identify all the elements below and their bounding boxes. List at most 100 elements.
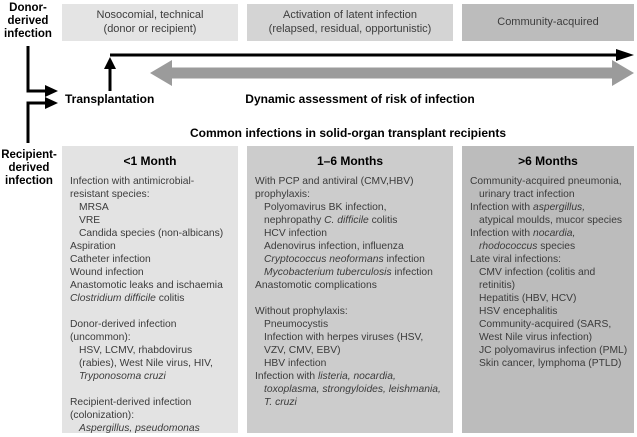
infection-line: nephropathy C. difficile colitis [255, 214, 451, 227]
infection-text: HSV encephalitis [479, 306, 558, 317]
infection-text: VZV, CMV, EBV) [264, 345, 341, 356]
infection-line: resistant species: [70, 188, 236, 201]
risk-assessment-arrow [150, 60, 634, 86]
columns-title: Common infections in solid-organ transpl… [189, 126, 507, 140]
infection-line: (rabies), West Nile virus, HIV, [70, 357, 236, 370]
infection-text: (rabies), West Nile virus, HIV, [79, 358, 213, 369]
transplantation-label: Transplantation [65, 92, 155, 106]
donor-label-line: Donor- [9, 2, 47, 14]
column-header: >6 Months [518, 154, 578, 168]
infection-text: (uncommon): [70, 332, 131, 343]
recipient-arrow [26, 97, 58, 143]
infection-text: (colonization): [70, 410, 135, 421]
infection-line: Recipient-derived infection [70, 396, 236, 409]
infection-line: Infection with listeria, nocardia, [255, 370, 451, 383]
infection-text: infection [383, 254, 425, 265]
infection-line: Adenovirus infection, influenza [255, 240, 451, 253]
infection-line: Late viral infections: [470, 253, 632, 266]
infection-text: MRSA [79, 202, 109, 213]
species-name-italic: toxoplasma, strongyloides, leishmania, [264, 384, 441, 395]
infection-text: colitis [155, 293, 185, 304]
infection-text: Infection with [255, 371, 318, 382]
infection-text: urinary tract infection [479, 189, 575, 200]
recipient-label-line: derived [8, 162, 50, 174]
column-over-6-months: >6 Months Community-acquired pneumonia,u… [462, 146, 634, 433]
infection-line: Polyomavirus BK infection, [255, 201, 451, 214]
infection-text: Catheter infection [70, 254, 151, 265]
infection-text: VRE [79, 215, 101, 226]
infection-text: Wound infection [70, 267, 144, 278]
infection-text: With PCP and antiviral (CMV,HBV) [255, 176, 414, 187]
infection-line: urinary tract infection [470, 188, 632, 201]
infection-text: Infection with [470, 228, 533, 239]
species-name-italic: Mycobacterium tuberculosis [264, 267, 392, 278]
infection-line: Hepatitis (HBV, HCV) [470, 292, 632, 305]
infection-line: Cryptococcus neoformans infection [255, 253, 451, 266]
infection-line: retinitis) [470, 279, 632, 292]
infection-line: Community-acquired (SARS, [470, 318, 632, 331]
infection-line: With PCP and antiviral (CMV,HBV) [255, 175, 451, 188]
infection-text: Donor-derived infection [70, 319, 177, 330]
infection-line: Candida species (non-albicans) [70, 227, 236, 240]
infection-line: (colonization): [70, 409, 236, 422]
donor-label-line: infection [4, 28, 52, 40]
infection-text: Skin cancer, lymphoma (PTLD) [479, 358, 622, 369]
infection-text: Pneumocystis [264, 319, 329, 330]
timeline-arrow [110, 49, 634, 61]
species-name-italic: listeria, nocardia, [317, 371, 396, 382]
recipient-label-line: infection [5, 175, 53, 187]
infection-text: Adenovirus infection, influenza [264, 241, 404, 252]
column-body: Community-acquired pneumonia,urinary tra… [462, 175, 634, 370]
infection-line: Community-acquired pneumonia, [470, 175, 632, 188]
species-name-italic: Tryponosoma cruzi [79, 371, 166, 382]
infection-line: Infection with antimicrobial- [70, 175, 236, 188]
phase-box-line: (relapsed, residual, opportunistic) [268, 22, 432, 35]
infection-line: VRE [70, 214, 236, 227]
infection-line: atypical moulds, mucor species [470, 214, 632, 227]
infection-text: JC polyomavirus infection (PML) [479, 345, 628, 356]
infection-text: HCV infection [264, 228, 327, 239]
infection-line: Mycobacterium tuberculosis infection [255, 266, 451, 279]
infection-text: West Nile virus infection) [479, 332, 593, 343]
infection-text: resistant species: [70, 189, 150, 200]
infection-line: T. cruzi [255, 396, 451, 409]
infection-line: Anastomotic complications [255, 279, 451, 292]
species-name-italic: Cryptococcus neoformans [264, 254, 384, 265]
donor-arrow [26, 46, 58, 97]
infection-text: retinitis) [479, 280, 516, 291]
column-body: Infection with antimicrobial-resistant s… [62, 175, 238, 435]
phase-box-line: Community-acquired [497, 15, 599, 28]
infection-text: Late viral infections: [470, 254, 562, 265]
infection-line: Wound infection [70, 266, 236, 279]
infection-line: HSV, LCMV, rhabdovirus [70, 344, 236, 357]
infection-line: HCV infection [255, 227, 451, 240]
infection-line [70, 383, 236, 396]
infection-text: HBV infection [264, 358, 327, 369]
column-header: <1 Month [123, 154, 177, 168]
infection-line [70, 305, 236, 318]
infection-line: Tryponosoma cruzi [70, 370, 236, 383]
infection-text: colitis [368, 215, 398, 226]
donor-derived-infection-label: Donor- derived infection [0, 2, 56, 41]
infection-line: Anastomotic leaks and ischaemia [70, 279, 236, 292]
phase-box-line: Activation of latent infection [283, 9, 417, 21]
transplantation-marker-arrow [104, 57, 116, 91]
species-name-italic: nocardia, [532, 228, 576, 239]
infection-text: Without prophylaxis: [255, 306, 348, 317]
infection-line: Pneumocystis [255, 318, 451, 331]
infection-line: (uncommon): [70, 331, 236, 344]
infection-line: Skin cancer, lymphoma (PTLD) [470, 357, 632, 370]
infection-text: Infection with antimicrobial- [70, 176, 195, 187]
risk-arrow-caption: Dynamic assessment of risk of infection [245, 92, 475, 106]
column-1-6-months: 1–6 Months With PCP and antiviral (CMV,H… [247, 146, 453, 433]
infection-line: Without prophylaxis: [255, 305, 451, 318]
infection-text: Polyomavirus BK infection, [264, 202, 387, 213]
infection-line: Donor-derived infection [70, 318, 236, 331]
infection-text: infection [391, 267, 433, 278]
infection-line: Aspergillus, pseudomonas [70, 422, 236, 435]
infection-text: Anastomotic complications [255, 280, 377, 291]
species-name-italic: C. difficile [324, 215, 369, 226]
infection-text: prophylaxis: [255, 189, 310, 200]
infection-text: Candida species (non-albicans) [79, 228, 224, 239]
